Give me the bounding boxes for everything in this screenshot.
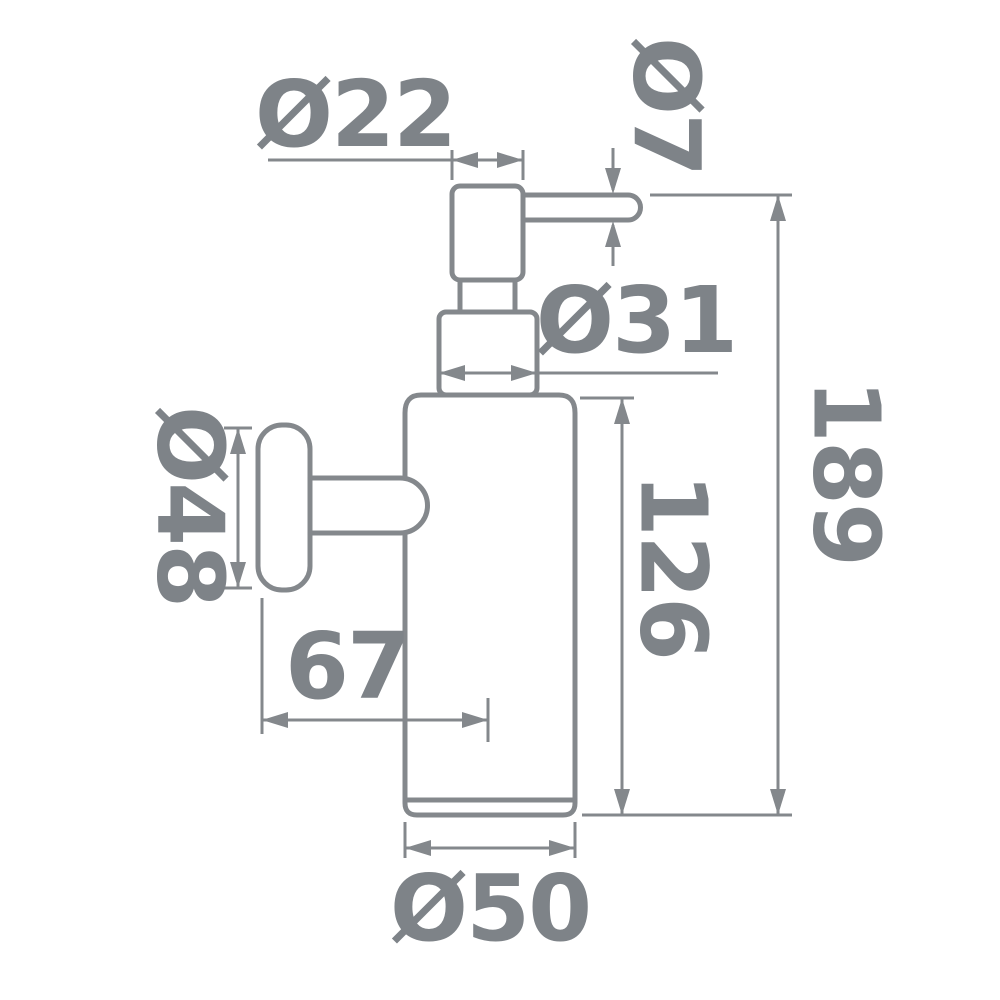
dim-label-wall-plate-diameter: Ø48 [137,406,244,606]
arrow-up-icon [770,195,786,221]
arrow-left-icon [439,365,465,381]
collar [436,309,540,398]
mounting-arm [307,475,430,536]
arrow-right-icon [462,712,488,728]
arrow-right-icon [497,152,523,168]
extension-lines [403,822,577,858]
pump-neck [457,277,518,315]
arrow-up-icon [614,398,630,424]
arrow-down-icon [614,789,630,815]
pump-head [449,183,526,283]
dim-collar-diameter: Ø31 [439,267,738,381]
dim-body-height: 126 [580,396,727,815]
dim-label-collar-diameter: Ø31 [536,267,736,374]
dim-label-wall-offset: 67 [285,613,409,720]
dispenser-outline [255,183,643,818]
dim-label-body-diameter: Ø50 [390,855,590,962]
wall-plate [255,422,313,593]
dim-label-spout-diameter: Ø7 [613,37,720,175]
dim-label-total-height: 189 [793,379,900,565]
arrow-up-icon [230,428,246,454]
dim-spout-diameter: Ø7 [605,37,720,266]
dim-wall-offset: 67 [260,598,490,742]
arrow-down-icon [770,789,786,815]
dim-total-height: 189 [582,193,900,817]
extension-lines [450,150,525,180]
dim-body-diameter: Ø50 [390,822,592,962]
bottle-body [402,392,578,818]
arrow-up-icon [605,221,621,247]
arrow-left-icon [262,712,288,728]
arrow-down-icon [230,562,246,588]
dim-head-diameter: Ø22 [255,61,525,180]
arrow-left-icon [452,152,478,168]
arrow-down-icon [605,168,621,194]
spout [520,192,643,223]
dim-wall-plate-diameter: Ø48 [137,406,252,606]
arrow-right-icon [511,365,537,381]
dim-label-body-height: 126 [620,473,727,659]
arrow-right-icon [549,840,575,856]
dim-label-head-diameter: Ø22 [255,61,455,168]
arrow-left-icon [405,840,431,856]
